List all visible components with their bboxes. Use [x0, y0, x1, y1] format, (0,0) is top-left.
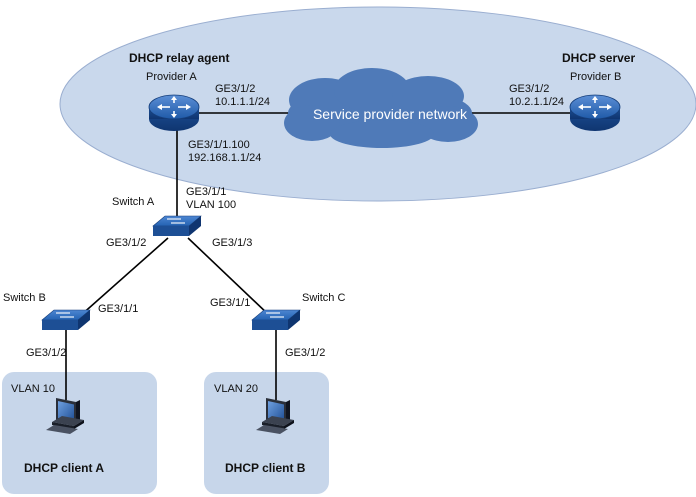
- relay-role-label: DHCP relay agent: [129, 51, 229, 65]
- router-icon: [148, 94, 200, 131]
- pc-icon: [256, 398, 294, 434]
- pb-ip-label: 10.2.1.1/24: [509, 96, 564, 108]
- switch-icon: [251, 309, 301, 330]
- vlan-20-label: VLAN 20: [214, 383, 258, 395]
- pa-up-ip-label: 10.1.1.1/24: [215, 96, 270, 108]
- pa-down-ip-label: 192.168.1.1/24: [188, 152, 261, 164]
- sa-up-vlan-label: VLAN 100: [186, 199, 236, 211]
- sc-down-port-label: GE3/1/2: [285, 347, 325, 359]
- sb-down-port-label: GE3/1/2: [26, 347, 66, 359]
- switch-a-name: Switch A: [112, 196, 155, 208]
- switch-icon: [152, 215, 202, 236]
- link-sa-sb: [79, 237, 169, 317]
- pa-down-port-label: GE3/1/1.100: [188, 139, 250, 151]
- pb-port-label: GE3/1/2: [509, 83, 549, 95]
- link-sa-sc: [187, 237, 271, 317]
- sa-up-port-label: GE3/1/1: [186, 186, 226, 198]
- vlan-10-box: [2, 372, 157, 494]
- cloud-label: Service provider network: [313, 106, 468, 122]
- switch-b-name: Switch B: [3, 292, 46, 304]
- sa-right-port-label: GE3/1/3: [212, 237, 252, 249]
- provider-a-name: Provider A: [146, 71, 197, 83]
- vlan-10-label: VLAN 10: [11, 383, 55, 395]
- client-a-name: DHCP client A: [24, 461, 104, 475]
- switch-c-name: Switch C: [302, 292, 345, 304]
- switch-icon: [41, 309, 91, 330]
- pc-icon: [46, 398, 84, 434]
- client-b-name: DHCP client B: [225, 461, 306, 475]
- service-provider-cloud: [284, 68, 478, 148]
- vlan-20-box: [204, 372, 329, 494]
- sc-up-port-label: GE3/1/1: [210, 297, 250, 309]
- router-icon: [569, 94, 621, 131]
- sb-up-port-label: GE3/1/1: [98, 303, 138, 315]
- server-role-label: DHCP server: [562, 51, 635, 65]
- sa-left-port-label: GE3/1/2: [106, 237, 146, 249]
- pa-up-port-label: GE3/1/2: [215, 83, 255, 95]
- provider-b-name: Provider B: [570, 71, 621, 83]
- links: [65, 112, 570, 400]
